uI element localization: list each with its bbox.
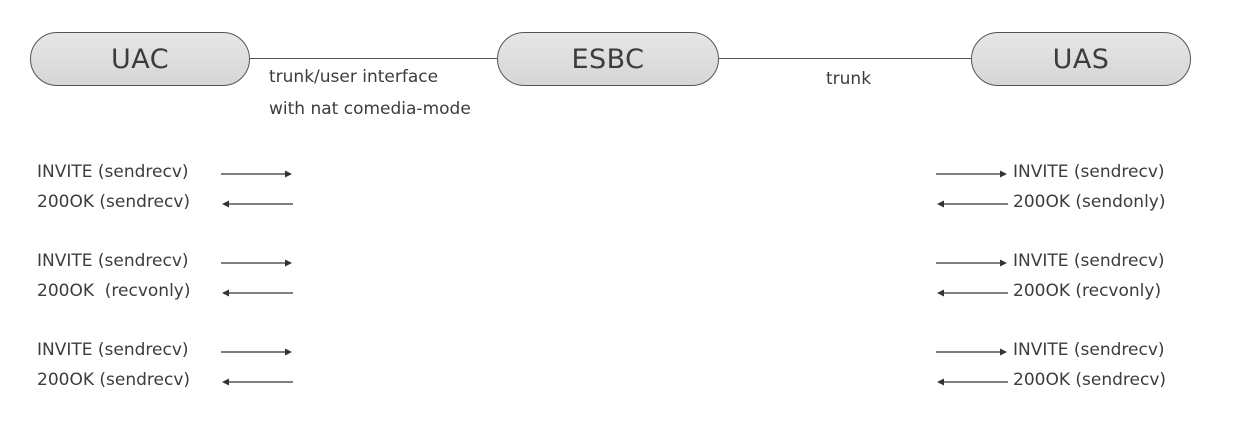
arrow-left-icon (221, 288, 293, 298)
arrow-right-icon (221, 258, 293, 268)
arrow-left-icon (936, 199, 1008, 209)
link-uac-esbc (250, 58, 497, 59)
node-esbc: ESBC (497, 32, 719, 86)
scenario-3-left-invite: INVITE (sendrecv) (37, 340, 189, 360)
arrow-left-icon (936, 288, 1008, 298)
arrow-right-icon (936, 347, 1008, 357)
node-uas: UAS (971, 32, 1191, 86)
scenario-2-right-ok: 200OK (recvonly) (1013, 281, 1162, 301)
arrow-right-icon (221, 169, 293, 179)
scenario-2-right-invite: INVITE (sendrecv) (1013, 251, 1165, 271)
link-uac-esbc-caption-line2: with nat comedia-mode (269, 99, 471, 119)
arrow-right-icon (936, 258, 1008, 268)
arrow-left-icon (221, 377, 293, 387)
scenario-1-right-invite: INVITE (sendrecv) (1013, 162, 1165, 182)
arrow-right-icon (936, 169, 1008, 179)
arrow-right-icon (221, 347, 293, 357)
scenario-3-left-ok: 200OK (sendrecv) (37, 370, 191, 390)
node-uas-label: UAS (1052, 43, 1110, 75)
arrow-left-icon (221, 199, 293, 209)
node-uac-label: UAC (110, 43, 170, 75)
link-uac-esbc-caption-line1: trunk/user interface (269, 67, 439, 87)
scenario-1-right-ok: 200OK (sendonly) (1013, 192, 1166, 212)
scenario-3-right-ok: 200OK (sendrecv) (1013, 370, 1167, 390)
node-uac: UAC (30, 32, 250, 86)
link-esbc-uas (719, 58, 971, 59)
scenario-2-left-invite: INVITE (sendrecv) (37, 251, 189, 271)
scenario-1-left-invite: INVITE (sendrecv) (37, 162, 189, 182)
scenario-1-left-ok: 200OK (sendrecv) (37, 192, 191, 212)
scenario-3-right-invite: INVITE (sendrecv) (1013, 340, 1165, 360)
link-esbc-uas-caption: trunk (826, 69, 872, 89)
node-esbc-label: ESBC (571, 43, 645, 75)
arrow-left-icon (936, 377, 1008, 387)
scenario-2-left-ok: 200OK (recvonly) (37, 281, 191, 301)
